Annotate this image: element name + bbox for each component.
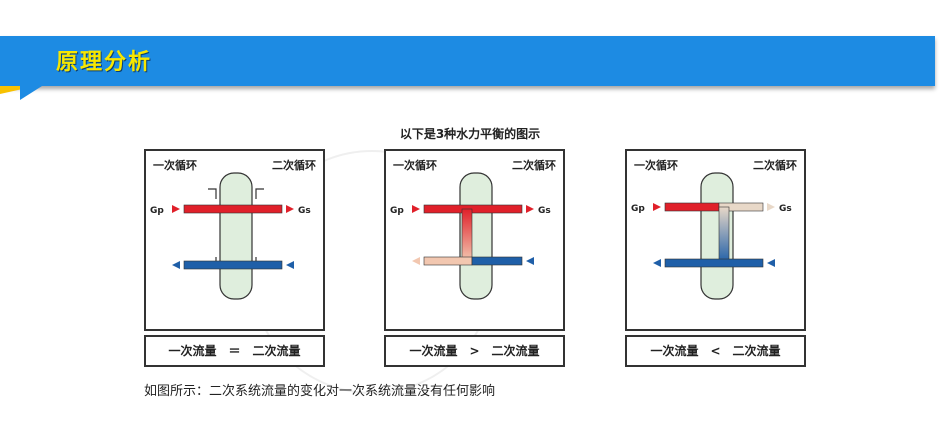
- header-banner: 原理分析: [0, 36, 935, 86]
- primary-loop-label: 一次循环: [153, 159, 197, 172]
- banner-yellow-fold: [0, 86, 36, 94]
- secondary-loop-label: 二次循环: [512, 159, 556, 172]
- gs-label: Gs: [779, 204, 792, 214]
- hydraulic-separator-diagram: Gp Gs: [631, 172, 792, 300]
- relation-box-less: 一次流量 < 二次流量: [625, 335, 806, 367]
- diagram-subtitle: 以下是3种水力平衡的图示: [399, 127, 541, 141]
- gp-label: Gp: [150, 206, 164, 216]
- diagram-caption: 如图所示：二次系统流量的变化对一次系统流量没有任何影响: [144, 384, 496, 399]
- gp-label: Gp: [631, 204, 645, 214]
- hydraulic-separator-diagram: Gp Gs: [150, 172, 311, 300]
- gp-label: Gp: [390, 206, 404, 216]
- gs-label: Gs: [298, 206, 311, 216]
- relation-box-equal: 一次流量 ＝ 二次流量: [144, 335, 325, 367]
- banner-blue-corner: [20, 86, 42, 100]
- relation-box-greater: 一次流量 > 二次流量: [384, 335, 565, 367]
- secondary-loop-label: 二次循环: [753, 159, 797, 172]
- hydraulic-separator-diagram: Gp Gs: [390, 172, 551, 300]
- secondary-loop-label: 二次循环: [272, 159, 316, 172]
- panel-primary-greater: 一次循环 二次循环 Gp Gs: [384, 149, 565, 331]
- primary-loop-label: 一次循环: [393, 159, 437, 172]
- panel-equal-flow: 一次循环 二次循环 Gp Gs: [144, 149, 325, 331]
- panel-primary-less: 一次循环 二次循环 Gp Gs: [625, 149, 806, 331]
- primary-loop-label: 一次循环: [634, 159, 678, 172]
- page-title: 原理分析: [56, 50, 153, 75]
- gs-label: Gs: [538, 206, 551, 216]
